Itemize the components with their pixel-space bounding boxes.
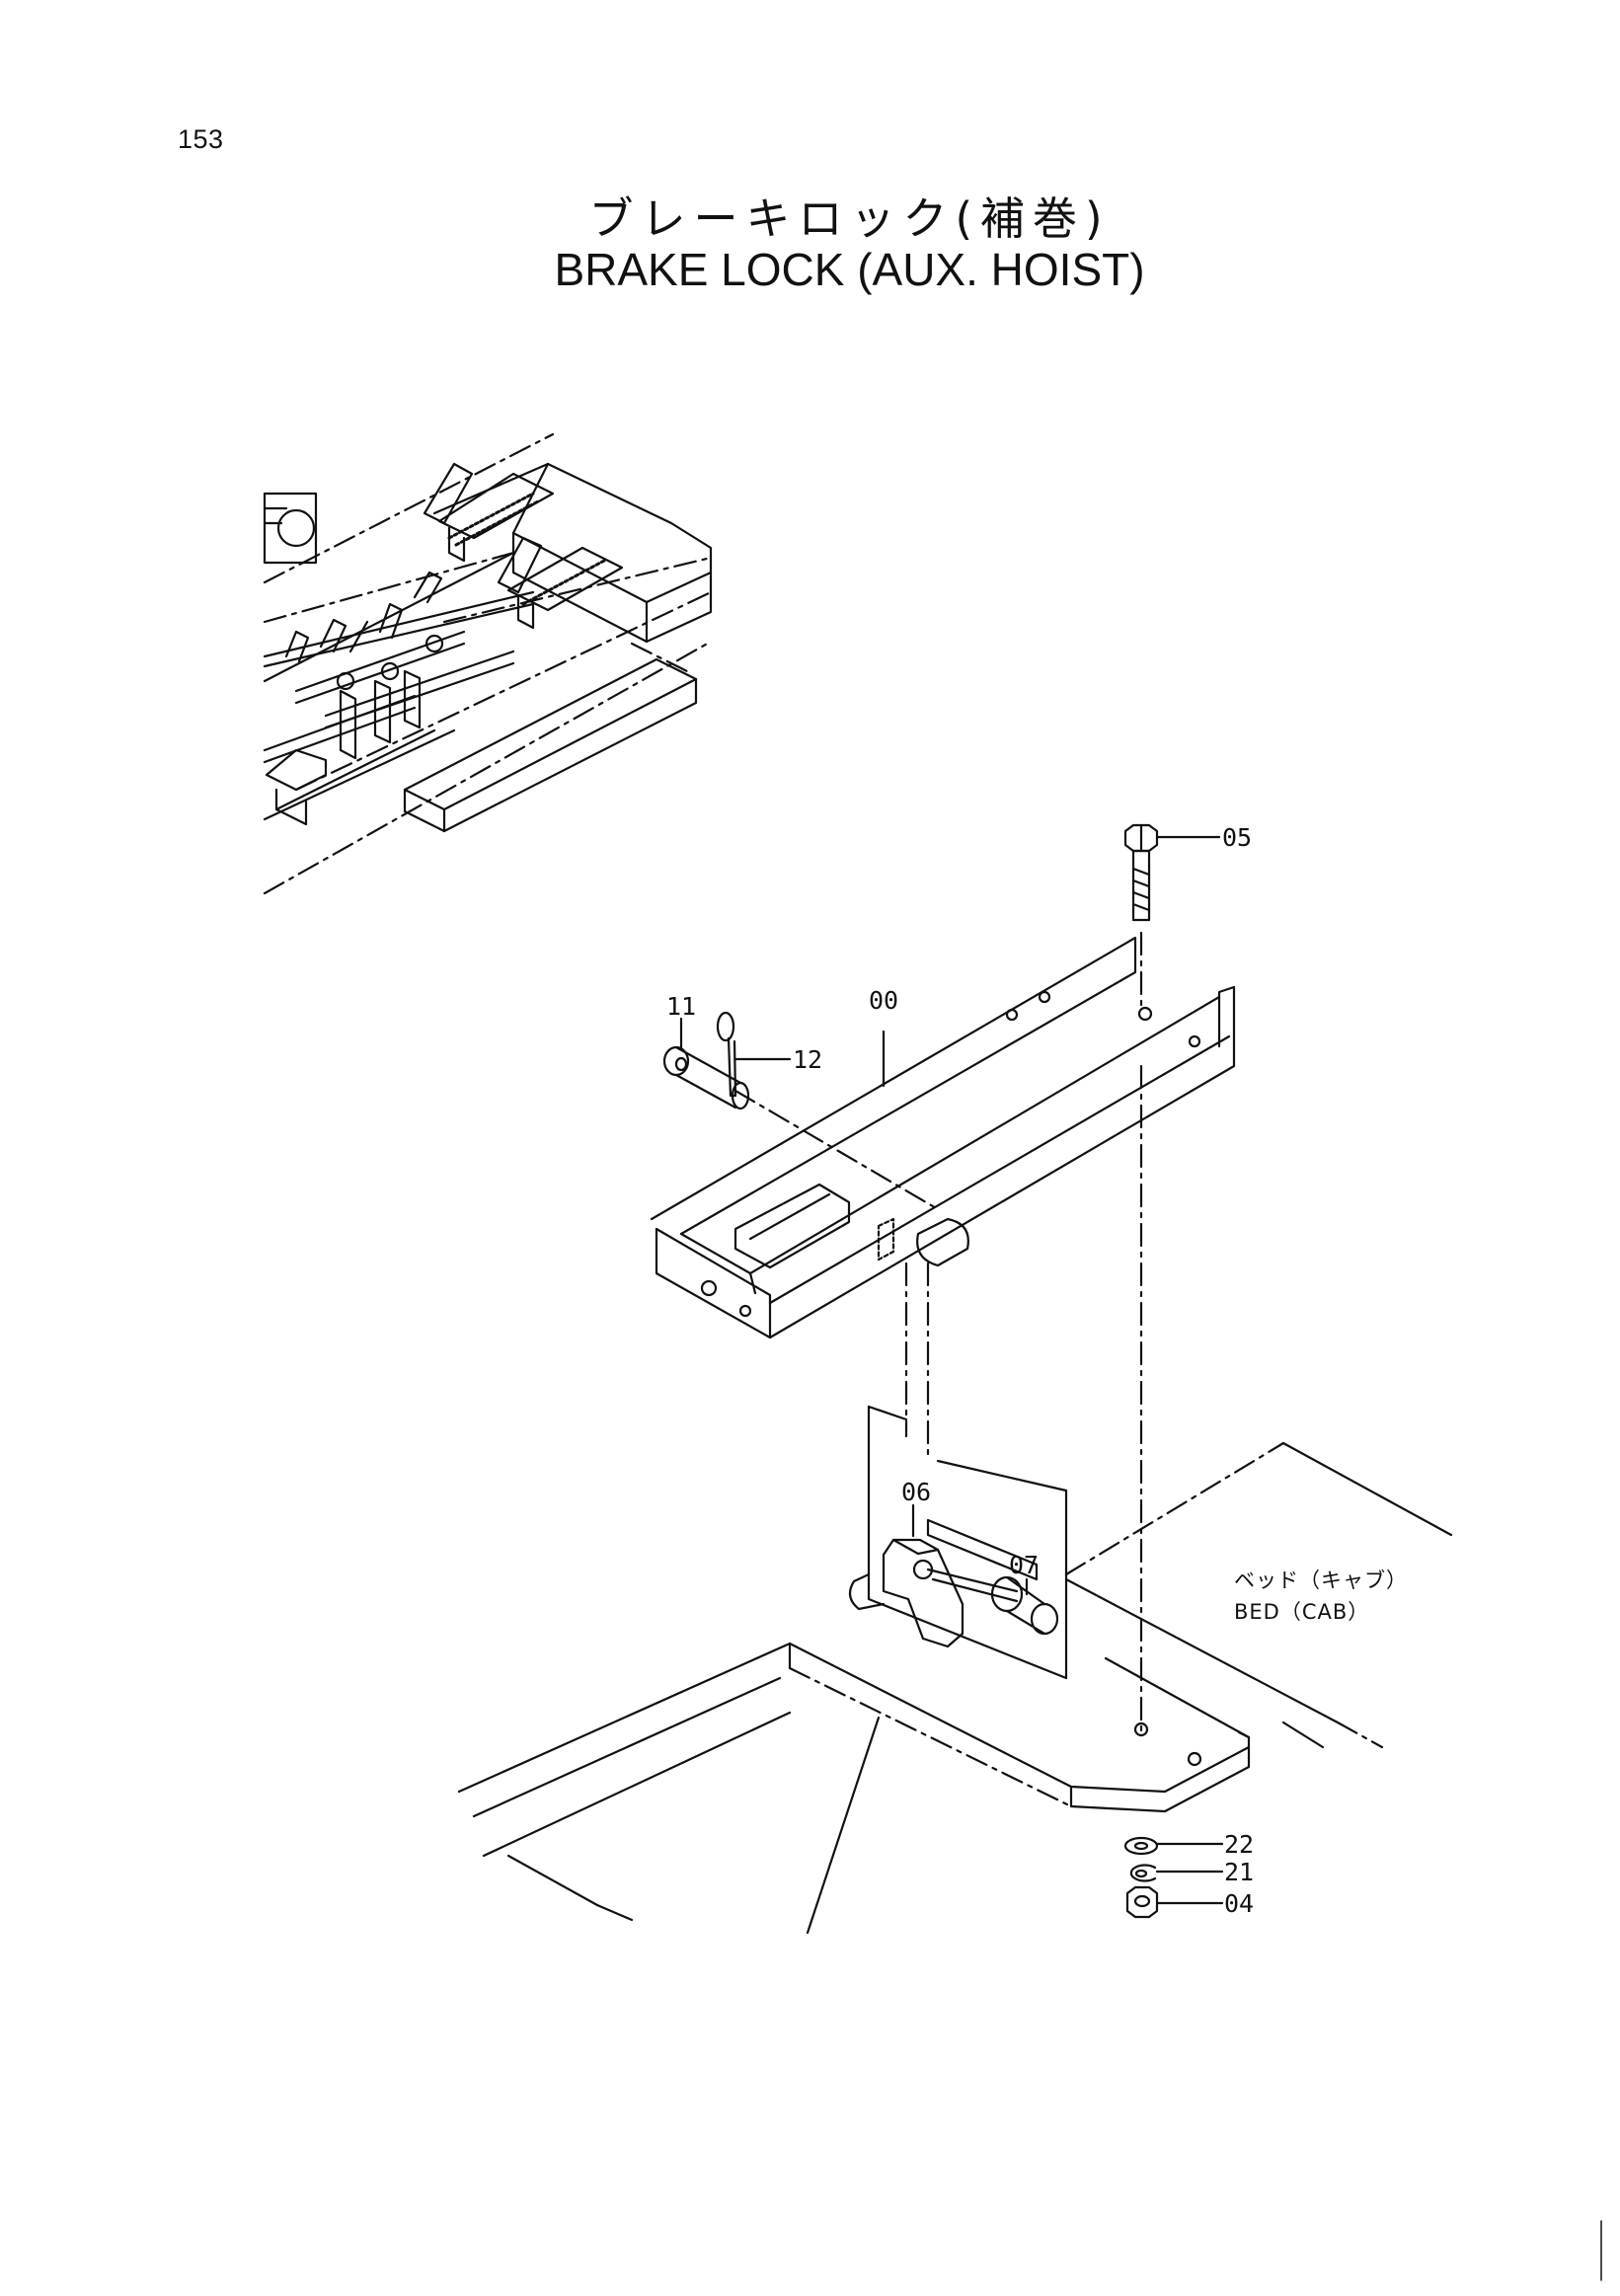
nut-04 — [1125, 1885, 1224, 1919]
callout-00: 00 — [869, 986, 898, 1015]
callout-04: 04 — [1224, 1889, 1254, 1918]
callout-11: 11 — [666, 992, 696, 1021]
page-number: 153 — [178, 124, 224, 154]
callout-12: 12 — [793, 1045, 822, 1074]
title-english: BRAKE LOCK (AUX. HOIST) — [554, 244, 1145, 295]
callout-07: 07 — [1009, 1551, 1039, 1579]
bed-label-japanese: ベッド（キャブ） — [1234, 1569, 1408, 1592]
washer-22 — [1123, 1836, 1224, 1856]
inset-overview — [263, 432, 713, 895]
channel-00 — [650, 936, 1236, 1339]
title-japanese: ブレーキロック(補巻) — [588, 192, 1111, 245]
spring-washer-21 — [1129, 1864, 1224, 1882]
plate-assembly — [848, 1262, 1068, 1680]
callout-05: 05 — [1222, 823, 1252, 852]
callout-06: 06 — [901, 1478, 931, 1506]
bed-cab — [457, 1441, 1453, 1935]
cotter-pin-12 — [716, 1011, 792, 1098]
bolt-05 — [1123, 823, 1221, 1009]
bed-label-english: BED（CAB） — [1234, 1600, 1369, 1624]
callout-21: 21 — [1224, 1858, 1254, 1886]
callout-22: 22 — [1224, 1830, 1254, 1859]
